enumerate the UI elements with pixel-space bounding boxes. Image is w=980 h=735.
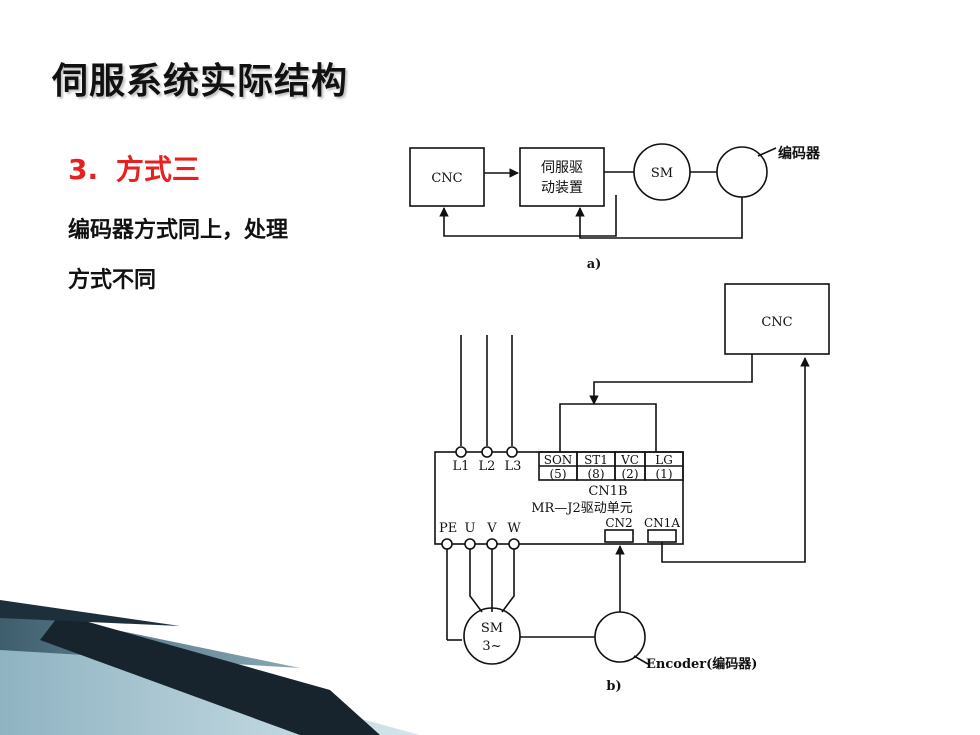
section-heading: 3. 方式三: [68, 148, 200, 188]
body-text-line-2: 方式不同: [68, 268, 157, 293]
diagram-b-l1-label: L1: [453, 459, 470, 474]
diagram-a-driver-box: [519, 147, 605, 207]
diagram-b-u-label: U: [465, 521, 476, 536]
stripe-thin: [0, 600, 180, 626]
diagram-b-unit-label: MR—J2驱动单元: [531, 501, 633, 516]
diagram-b-caption: b): [606, 679, 621, 694]
diagram-b-vc-label: VC: [620, 453, 639, 467]
diagram-b-son-label: SON: [544, 453, 573, 467]
diagram-a-cnc-box: [409, 147, 485, 207]
diagram-b-encoder-circle: [594, 611, 646, 663]
diagram-b-encoder-label: Encoder(编码器): [646, 656, 757, 672]
diagram-b-motor-circle: [463, 607, 521, 665]
diagram-b-cn1b-label: CN1B: [588, 484, 627, 499]
diagram-a-cnc-label: CNC: [431, 171, 462, 186]
diagram-b-st1-pin: (8): [588, 467, 605, 481]
diagram-a-motor-label: SM: [651, 166, 673, 181]
diagram-b-cn2-label: CN2: [605, 516, 632, 530]
diagram-b-cn1a-connector: [647, 529, 677, 543]
diagram-b-cnc-box: [724, 283, 830, 355]
diagram-b-l3-label: L3: [505, 459, 522, 474]
diagram-a-driver-label-1: 伺服驱: [541, 160, 583, 176]
diagram-b-v-label: V: [486, 521, 497, 536]
diagram-b-vc-pin: (2): [622, 467, 639, 481]
heading-text: 方式三: [115, 153, 200, 186]
diagram-a-driver-label-2: 动装置: [541, 180, 583, 196]
diagram-b-lg-pin: (1): [656, 467, 673, 481]
diagram-b-w-label: W: [507, 521, 521, 536]
page-title: 伺服系统实际结构: [52, 61, 349, 102]
diagram-b-cn2-connector: [604, 529, 634, 543]
diagram-b-cn1a-label: CN1A: [644, 516, 680, 530]
diagram-b-motor-label-1: SM: [481, 621, 503, 636]
body-text-line-1: 编码器方式同上，处理: [68, 218, 289, 243]
diagram-b-motor-label-2: 3~: [482, 639, 501, 654]
diagram-a-encoder-label: 编码器: [778, 145, 821, 162]
diagram-b-lg-label: LG: [655, 453, 673, 467]
diagram-a-caption: a): [587, 257, 602, 272]
stripe-dark: [40, 614, 380, 735]
diagram-b-l2-label: L2: [479, 459, 496, 474]
diagram-b-son-pin: (5): [550, 467, 567, 481]
diagram-b-st1-label: ST1: [584, 453, 608, 467]
heading-number: 3.: [68, 153, 99, 186]
diagram-b-cnc-label: CNC: [761, 315, 792, 330]
diagram-b-pe-label: PE: [439, 521, 457, 536]
